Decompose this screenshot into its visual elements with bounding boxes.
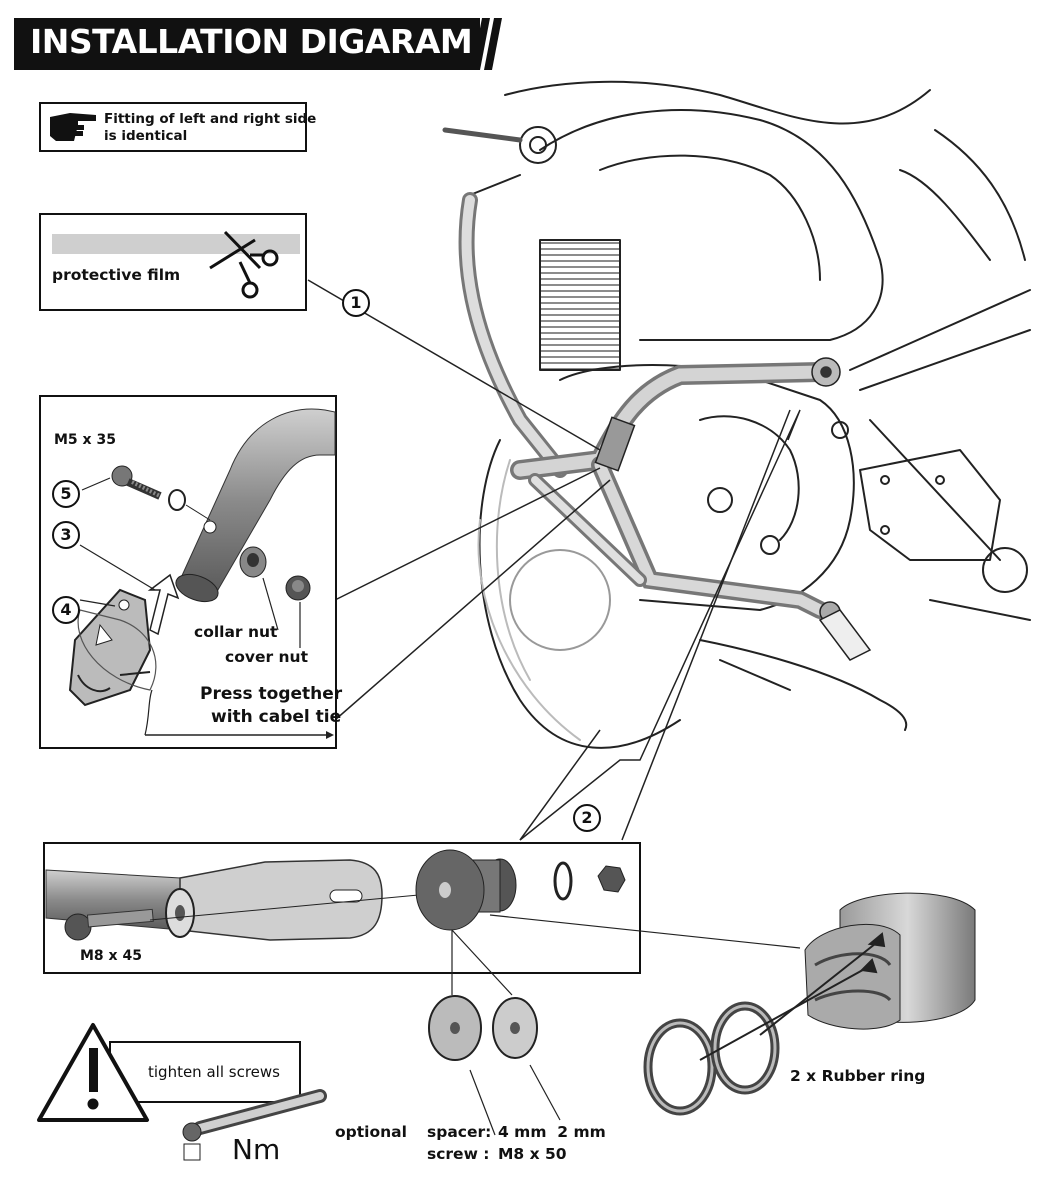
- spacer-2mm: [492, 997, 538, 1059]
- note-identical-line1: Fitting of left and right side: [104, 111, 317, 127]
- warning-icon: [37, 1023, 149, 1122]
- detail-upper-box: [39, 395, 337, 749]
- ring-arrows: [699, 932, 886, 1061]
- cover-nut: [285, 575, 311, 601]
- collar-nut-label: collar nut: [194, 623, 278, 641]
- crash-bar: [458, 192, 872, 661]
- spacer-values: 4 mm 2 mm: [498, 1123, 606, 1141]
- optional-label: optional: [335, 1123, 407, 1141]
- bolt-m5-label: M5 x 35: [54, 432, 116, 448]
- cable-tie-label: with cabel tie: [211, 707, 342, 727]
- press-together-label: Press together: [200, 684, 343, 704]
- step-1-marker: 1: [342, 289, 370, 317]
- torque-wrench-icon: [182, 1089, 327, 1161]
- spacer-4mm: [428, 995, 482, 1061]
- torque-label: Nm: [232, 1133, 281, 1166]
- spacer-leaders: [451, 914, 801, 1136]
- screw-label: screw :: [427, 1145, 490, 1163]
- screw-m5: [111, 465, 211, 521]
- scissors-icon: [209, 230, 279, 299]
- warning-box: [37, 1023, 301, 1122]
- motorcycle-illustration: [442, 80, 1031, 749]
- step-3-marker: 3: [52, 521, 80, 549]
- spacer-label: spacer:: [427, 1123, 492, 1141]
- rubber-ring-label: 2 x Rubber ring: [790, 1067, 926, 1085]
- screw-m8: [64, 908, 154, 941]
- step-2-marker: 2: [573, 804, 601, 832]
- note-identical-line2: is identical: [104, 128, 188, 144]
- pointing-hand-icon: [50, 113, 96, 141]
- bumper-cylinder: [804, 892, 976, 1030]
- film-box: [39, 213, 307, 311]
- rubber-bumper: [415, 849, 517, 931]
- step-4-marker: 4: [52, 596, 80, 624]
- leader-lines: [307, 279, 801, 841]
- screw-value: M8 x 50: [498, 1145, 567, 1163]
- note-box-identical: [39, 102, 307, 152]
- protective-film-label: protective film: [52, 266, 181, 284]
- detail-lower-box: [43, 842, 641, 974]
- mounting-bracket: [68, 588, 157, 707]
- rubber-rings: [643, 1001, 780, 1116]
- bolt-m8-label: M8 x 45: [80, 948, 142, 964]
- header-banner: [14, 18, 480, 70]
- step-5-marker: 5: [52, 480, 80, 508]
- page-title: INSTALLATION DIGARAM: [30, 22, 473, 61]
- collar-nut: [239, 546, 267, 578]
- cover-nut-label: cover nut: [225, 648, 308, 666]
- tighten-screws-label: tighten all screws: [148, 1063, 280, 1081]
